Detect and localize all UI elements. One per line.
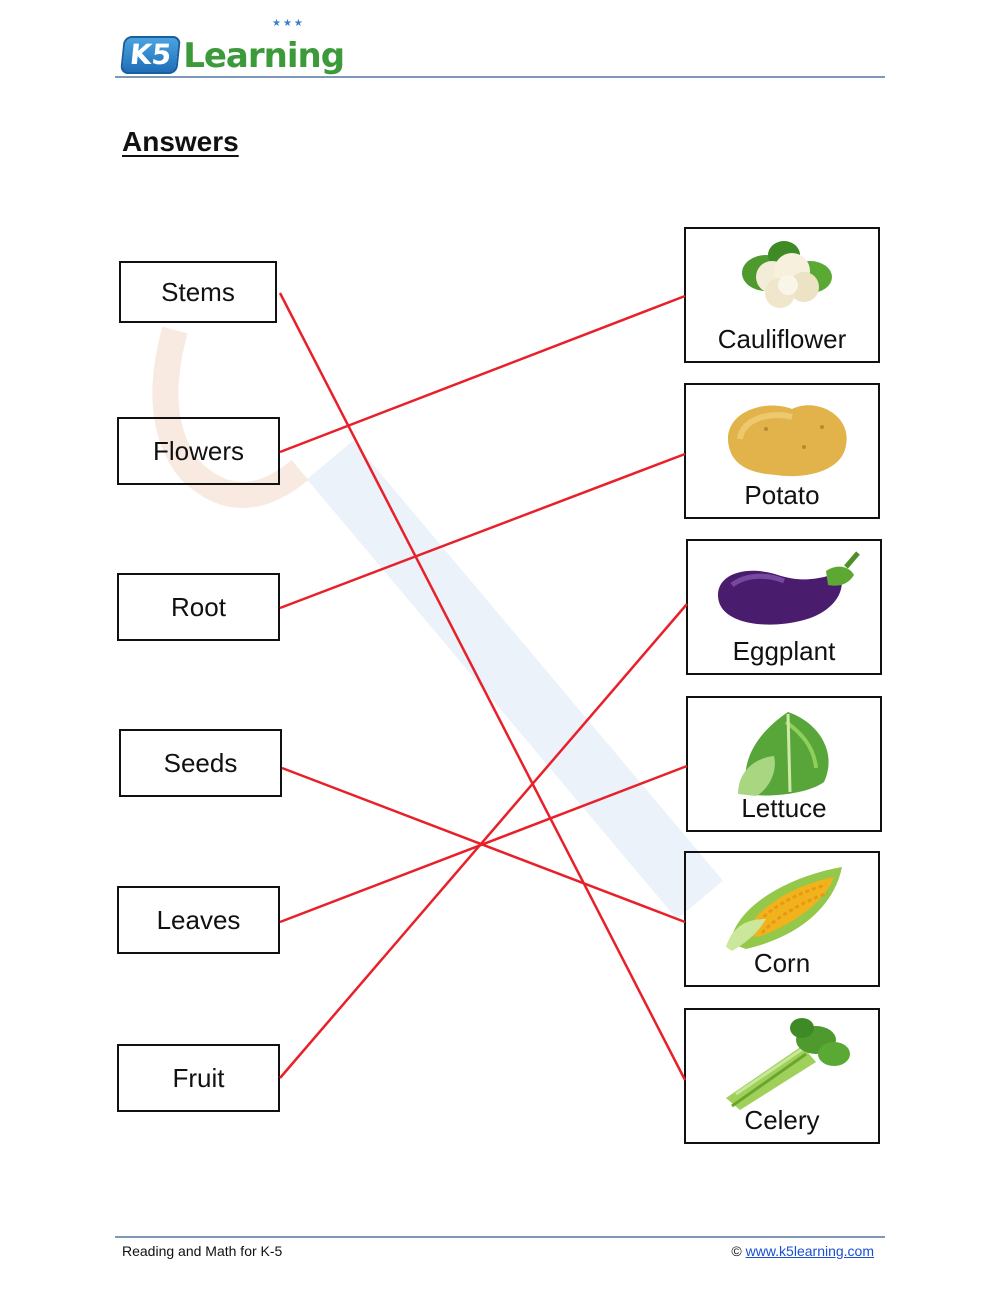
veg-name-corn: Corn	[753, 948, 811, 978]
label-box-leaves[interactable]: Leaves	[117, 886, 280, 954]
veg-name-eggplant: Eggplant	[732, 636, 836, 666]
logo-wordmark: Learning	[183, 36, 345, 76]
veg-name-cauliflower: Cauliflower	[717, 324, 847, 354]
match-line-fruit-eggplant	[279, 603, 688, 1079]
veg-name-lettuce: Lettuce	[741, 793, 827, 823]
footer-tagline: Reading and Math for K-5	[122, 1243, 283, 1259]
veg-name-potato: Potato	[744, 480, 820, 510]
label-box-root[interactable]: Root	[117, 573, 280, 641]
label-box-flowers[interactable]: Flowers	[117, 417, 280, 485]
match-line-flowers-cauliflower	[279, 294, 686, 454]
page-title: Answers	[122, 126, 239, 157]
veg-card-lettuce[interactable]: Lettuce	[686, 696, 882, 832]
potato-icon	[727, 405, 847, 477]
veg-card-eggplant[interactable]: Eggplant	[686, 539, 882, 675]
copyright-symbol: ©	[731, 1243, 742, 1259]
lettuce-icon	[738, 712, 829, 796]
veg-card-potato[interactable]: Potato	[684, 383, 880, 519]
logo-k5-badge: K5	[120, 36, 182, 74]
label-box-fruit[interactable]: Fruit	[117, 1044, 280, 1112]
cauliflower-icon	[742, 241, 832, 308]
corn-icon	[726, 867, 842, 951]
veg-card-cauliflower[interactable]: Cauliflower	[684, 227, 880, 363]
footer-rule	[115, 1236, 885, 1238]
veg-name-celery: Celery	[744, 1105, 820, 1135]
match-line-stems-celery	[278, 292, 687, 1081]
eggplant-icon	[718, 551, 860, 625]
match-line-root-potato	[279, 452, 686, 610]
label-box-stems[interactable]: Stems	[119, 261, 277, 323]
footer-website-link[interactable]: www.k5learning.com	[745, 1243, 874, 1259]
celery-icon	[726, 1018, 850, 1110]
label-box-seeds[interactable]: Seeds	[119, 729, 282, 797]
footer-copyright: © www.k5learning.com	[731, 1243, 874, 1259]
veg-card-corn[interactable]: Corn	[684, 851, 880, 987]
k5-learning-logo: K5 Learning ★★★	[120, 18, 345, 76]
match-line-leaves-lettuce	[279, 764, 688, 924]
logo-stars-icon: ★★★	[272, 18, 305, 29]
match-line-seeds-corn	[281, 766, 686, 924]
veg-card-celery[interactable]: Celery	[684, 1008, 880, 1144]
header-rule	[115, 76, 885, 78]
